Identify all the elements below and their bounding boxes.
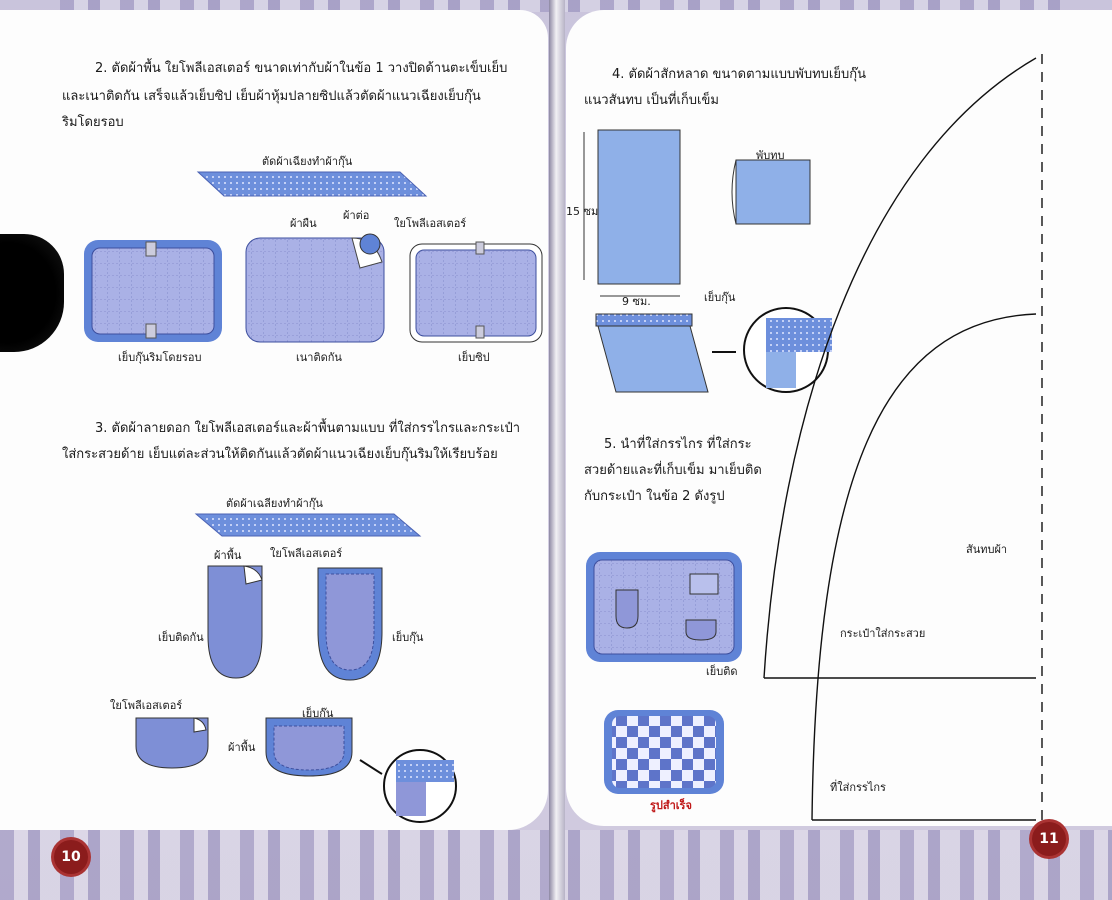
- label-baste: เนาติดกัน: [296, 351, 342, 364]
- label-binding-around: เย็บกุ๊นริมโดยรอบ: [118, 351, 202, 364]
- page-number-right: 11: [1032, 822, 1066, 856]
- step2-line3: ริมโดยรอบ: [62, 115, 124, 130]
- step3-line1: 3. ตัดผ้าลายดอก ใยโพลีเอสเตอร์และผ้าพื้น…: [95, 421, 521, 436]
- label-polyester-1: ใยโพลีเอสเตอร์: [394, 217, 467, 230]
- label-sew-attach: เย็บติด: [706, 665, 738, 678]
- left-page: [0, 10, 548, 830]
- label-base-fabric-2: ผ้าพื้น: [228, 741, 256, 754]
- pattern-fold-edge-label: สันทบผ้า: [966, 543, 1008, 556]
- book-spine: [549, 0, 565, 900]
- label-height: 15 ซม.: [566, 205, 602, 218]
- label-polyester-3: ใยโพลีเอสเตอร์: [110, 699, 183, 712]
- step5-line2: สวยด้ายและที่เก็บเข็ม มาเย็บติด: [584, 463, 762, 478]
- step5-line3: กับกระเป๋า ในข้อ 2 ดังรูป: [584, 489, 725, 504]
- label-lining: ผ้าผืน: [290, 217, 317, 230]
- label-needle-holder: ผ้าเก็บเข็ม: [614, 205, 663, 218]
- label-fold: พับทบ: [756, 149, 785, 162]
- label-binding-1: เย็บกุ๊น: [392, 631, 424, 644]
- label-width: 9 ซม.: [622, 295, 651, 308]
- label-pattern-2: ผ้าลาย: [156, 743, 188, 756]
- step5-line1: 5. นำที่ใส่กรรไกร ที่ใส่กระ: [604, 437, 752, 452]
- step4-line2: แนวสันทบ เป็นที่เก็บเข็ม: [584, 93, 719, 108]
- label-pattern-1: ผ้าลาย: [216, 601, 248, 614]
- step2-line1: 2. ตัดผ้าพื้น ใยโพลีเอสเตอร์ ขนาดเท่ากับ…: [95, 61, 508, 76]
- label-connect: ผ้าต่อ: [343, 209, 370, 222]
- label-sew-together: เย็บติดกัน: [158, 631, 204, 644]
- label-finished: รูปสำเร็จ: [650, 799, 692, 812]
- label-binding-2: เย็บกุ๊น: [302, 707, 334, 720]
- pattern-scissor-holder-label: ที่ใส่กรรไกร: [830, 781, 886, 794]
- label-polyester-2: ใยโพลีเอสเตอร์: [270, 547, 343, 560]
- label-base-fabric-1: ผ้าพื้น: [214, 549, 242, 562]
- step3-line2: ใส่กระสวยด้าย เย็บแต่ละส่วนให้ติดกันแล้ว…: [62, 447, 498, 462]
- bias-strip-label-2: ตัดผ้าเฉลียงทำผ้ากุ๊น: [226, 497, 323, 510]
- bias-strip-label-1: ตัดผ้าเฉียงทำผ้ากุ๊น: [262, 155, 353, 168]
- step2-line2: และเนาติดกัน เสร็จแล้วเย็บซิป เย็บผ้าหุ้…: [62, 89, 481, 104]
- thumb-shadow: [0, 234, 64, 352]
- pattern-bobbin-pocket-label: กระเป๋าใส่กระสวย: [840, 627, 926, 640]
- label-zip: เย็บซิป: [458, 351, 490, 364]
- page-number-left: 10: [54, 840, 88, 874]
- right-page: [566, 10, 1112, 826]
- step4-line1: 4. ตัดผ้าสักหลาด ขนาดตามแบบพับทบเย็บกุ๊น: [612, 67, 866, 82]
- label-binding-right: เย็บกุ๊น: [704, 291, 736, 304]
